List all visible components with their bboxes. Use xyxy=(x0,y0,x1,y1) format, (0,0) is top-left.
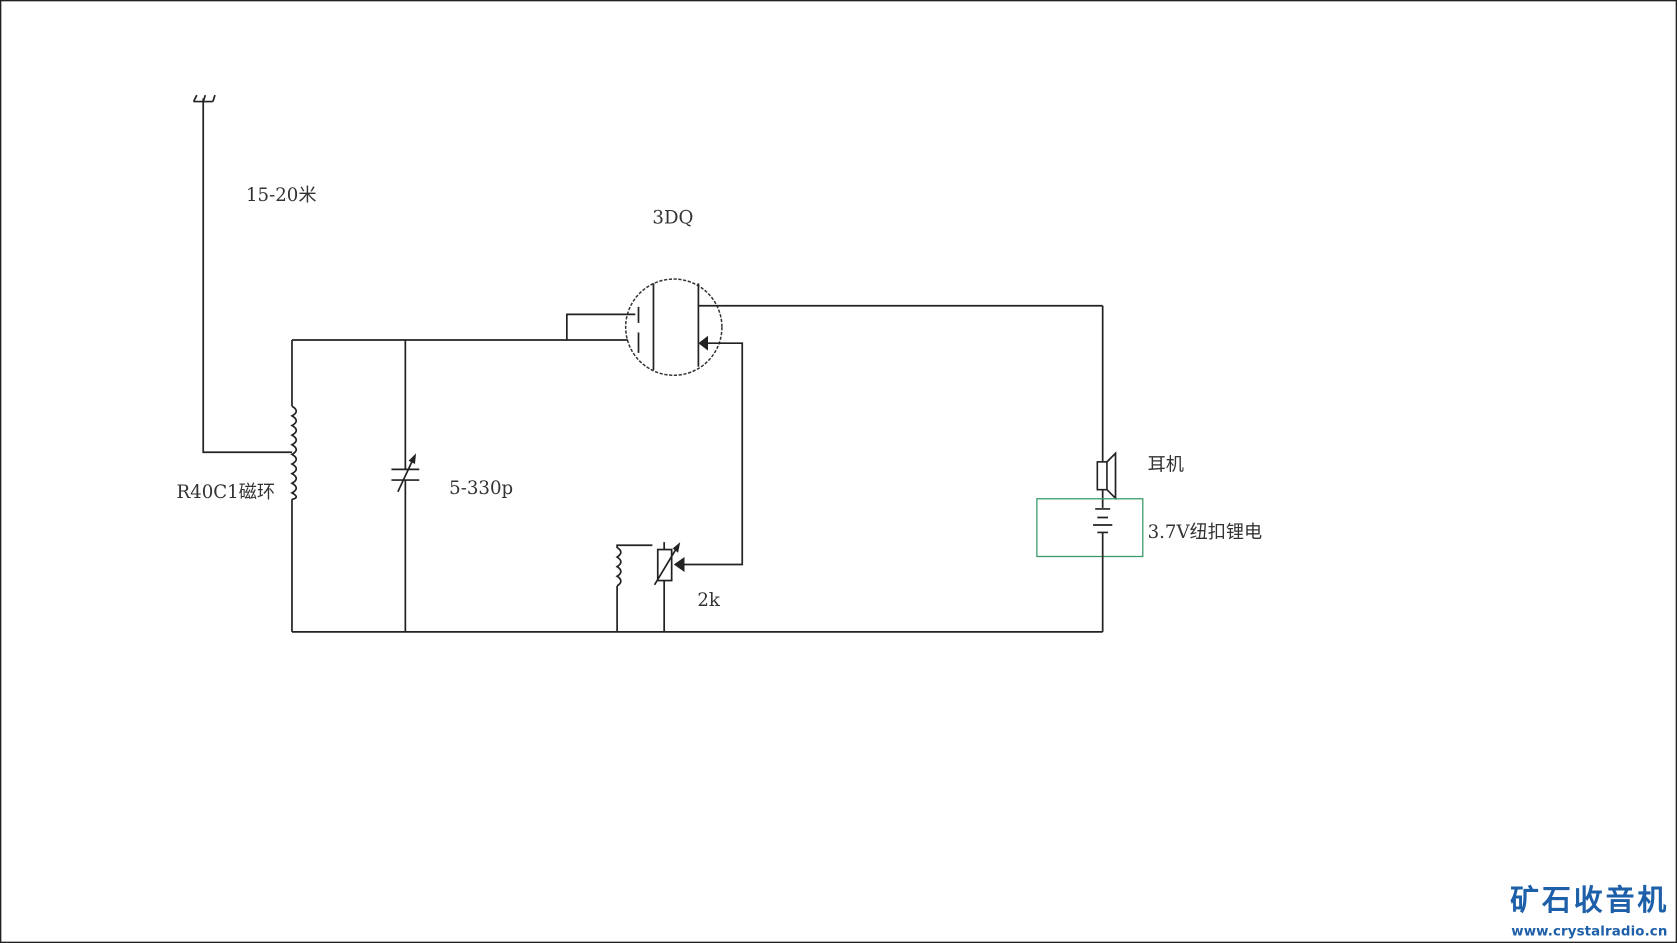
coil-label: R40C1磁环 xyxy=(176,482,275,503)
potentiometer xyxy=(653,542,685,632)
earphone-label: 耳机 xyxy=(1148,454,1184,475)
variable-capacitor xyxy=(391,339,420,632)
antenna-length-label: 15-20米 xyxy=(246,185,317,206)
battery xyxy=(1036,498,1144,632)
antenna xyxy=(192,94,292,454)
battery-label: 3.7V纽扣锂电 xyxy=(1148,522,1263,543)
svg-text:矿石收音机: 矿石收音机 xyxy=(1510,883,1666,917)
potentiometer-label: 2k xyxy=(697,590,721,611)
ferrite-coil xyxy=(290,339,298,632)
transistor-3dq xyxy=(565,278,1103,566)
feedback-coil xyxy=(615,544,653,632)
earphone xyxy=(1096,305,1117,508)
site-logo: 矿石收音机 www.crystalradio.cn xyxy=(1510,883,1667,940)
battery-highlight-box xyxy=(1036,498,1144,558)
capacitor-label: 5-330p xyxy=(449,478,513,499)
svg-text:www.crystalradio.cn: www.crystalradio.cn xyxy=(1511,925,1667,940)
transistor-label: 3DQ xyxy=(652,207,693,228)
